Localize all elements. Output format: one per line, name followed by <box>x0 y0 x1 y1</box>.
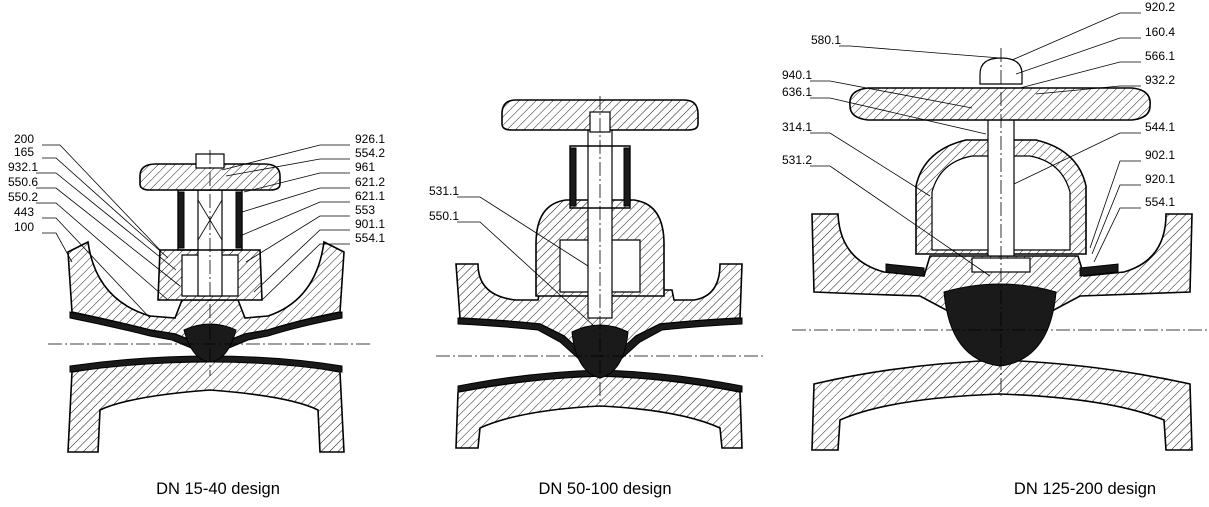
leader-line <box>225 158 350 177</box>
v1-liner-bottom <box>69 355 343 373</box>
leader-line <box>42 144 161 251</box>
v1-label-554-2: 554.2 <box>355 146 385 160</box>
v3-body-upper <box>811 213 1193 354</box>
v1-label-200: 200 <box>14 132 34 146</box>
leader-line <box>1013 132 1141 185</box>
v2-liner-bottom <box>457 369 743 393</box>
leader-line <box>1091 184 1141 255</box>
leader-line <box>457 196 589 267</box>
leader-line <box>810 97 987 135</box>
leader-line <box>810 165 991 277</box>
leader-line <box>810 80 973 109</box>
leader-line <box>239 201 350 237</box>
v1-label-901-1: 901.1 <box>355 217 385 231</box>
caption-dn-50-100: DN 50-100 design <box>539 480 672 498</box>
valve-3-drawing <box>792 48 1208 451</box>
leader-line <box>253 229 350 293</box>
valve-2-drawing <box>436 96 764 449</box>
leader-line <box>810 132 931 197</box>
v1-label-100: 100 <box>14 220 34 234</box>
v3-label-314-1: 314.1 <box>782 120 812 134</box>
leader-line <box>243 172 350 193</box>
v3-diaphragm <box>943 283 1057 367</box>
leader-line <box>245 215 350 263</box>
leader-line <box>42 157 169 259</box>
v2-label-531-1: 531.1 <box>429 184 459 198</box>
v3-label-160-4: 160.4 <box>1145 25 1175 39</box>
leader-line <box>42 217 151 319</box>
v3-body-lower <box>811 359 1193 451</box>
v3-label-554-1: 554.1 <box>1145 195 1175 209</box>
caption-dn-125-200: DN 125-200 design <box>1014 480 1156 498</box>
v1-label-443: 443 <box>14 205 34 219</box>
leader-line <box>42 232 73 263</box>
v1-label-550-6: 550.6 <box>8 175 38 189</box>
caption-dn-15-40: DN 15-40 design <box>156 480 280 498</box>
leader-lines <box>36 12 1141 327</box>
v1-label-550-2: 550.2 <box>8 190 38 204</box>
v2-liner-top <box>457 317 743 379</box>
v3-label-932-2: 932.2 <box>1145 73 1175 87</box>
v3-liner-top <box>885 263 925 277</box>
v1-body-lower <box>67 359 345 453</box>
v3-liner-top-r <box>1079 263 1119 277</box>
leader-line <box>36 187 181 287</box>
v3-label-580-1: 580.1 <box>811 33 841 47</box>
v3-label-566-1: 566.1 <box>1145 49 1175 63</box>
valve-1-drawing <box>48 150 370 453</box>
leader-line <box>241 187 350 213</box>
leader-line <box>261 243 350 301</box>
v1-label-165: 165 <box>14 145 34 159</box>
v3-label-636-1: 636.1 <box>782 85 812 99</box>
v2-label-550-1: 550.1 <box>429 209 459 223</box>
leader-line <box>1011 12 1141 61</box>
leader-line <box>457 221 595 327</box>
v3-handwheel <box>849 87 1151 121</box>
v3-label-544-1: 544.1 <box>1145 120 1175 134</box>
leader-line <box>36 172 177 271</box>
v3-label-920-2: 920.2 <box>1145 0 1175 14</box>
v3-label-531-2: 531.2 <box>782 153 812 167</box>
leader-line <box>1015 37 1141 75</box>
leader-line <box>221 144 350 171</box>
v1-label-932-1: 932.1 <box>8 160 38 174</box>
v1-label-926-1: 926.1 <box>355 132 385 146</box>
v1-label-553: 553 <box>355 203 375 217</box>
v1-label-554-1: 554.1 <box>355 231 385 245</box>
v3-label-902-1: 902.1 <box>1145 148 1175 162</box>
leader-line <box>1093 207 1141 263</box>
leader-line <box>36 202 169 301</box>
v1-label-961: 961 <box>355 160 375 174</box>
leader-line <box>1019 61 1141 89</box>
v3-label-940-1: 940.1 <box>782 68 812 82</box>
leader-line <box>1089 160 1141 249</box>
leader-line <box>839 45 1001 59</box>
v1-label-621-2: 621.2 <box>355 175 385 189</box>
v1-label-621-1: 621.1 <box>355 189 385 203</box>
v3-label-920-1: 920.1 <box>1145 172 1175 186</box>
v2-body-lower <box>455 375 743 449</box>
leader-line <box>1035 85 1141 95</box>
